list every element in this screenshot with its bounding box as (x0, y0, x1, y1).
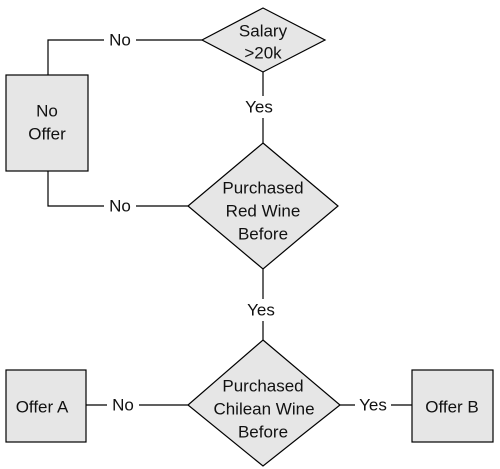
decision-salary-line2: >20k (244, 43, 282, 62)
connector-red-no (47, 171, 188, 207)
outcome-no-offer-line2: Offer (28, 124, 66, 143)
connector-salary-no (47, 39, 202, 75)
decision-chilean-wine-line2: Chilean Wine (213, 399, 314, 418)
decision-chilean-wine-line3: Before (238, 422, 288, 441)
decision-chilean-wine-shape (187, 339, 341, 467)
decision-salary: Salary >20k (200, 7, 327, 73)
outcome-offer-a-label: Offer A (16, 397, 69, 416)
decision-red-wine-line3: Before (238, 224, 288, 243)
outcome-no-offer: No Offer (5, 74, 89, 172)
decision-chilean-wine-line1: Purchased (222, 376, 303, 395)
edge-label-chilean-yes: Yes (359, 395, 387, 414)
edge-labels: No Yes No Yes No Yes (104, 29, 391, 416)
decision-red-wine-line1: Purchased (222, 178, 303, 197)
decision-red-wine-line2: Red Wine (226, 201, 301, 220)
edge-label-red-yes: Yes (247, 300, 275, 319)
decision-salary-line1: Salary (239, 21, 288, 40)
decision-chilean-wine: Purchased Chilean Wine Before (187, 339, 341, 467)
edge-label-salary-yes: Yes (245, 97, 273, 116)
decision-red-wine: Purchased Red Wine Before (187, 142, 339, 270)
outcome-offer-b: Offer B (411, 369, 494, 443)
outcome-offer-a: Offer A (5, 369, 87, 443)
decision-red-wine-shape (187, 142, 339, 270)
outcome-offer-b-box (411, 369, 494, 443)
outcome-offer-b-label: Offer B (425, 397, 479, 416)
outcome-no-offer-box (5, 74, 89, 172)
outcome-no-offer-line1: No (36, 101, 58, 120)
edge-label-salary-no: No (109, 30, 131, 49)
decision-salary-shape (200, 7, 327, 73)
outcome-offer-a-box (5, 369, 87, 443)
edge-label-red-no: No (109, 196, 131, 215)
edge-label-chilean-no: No (112, 395, 134, 414)
